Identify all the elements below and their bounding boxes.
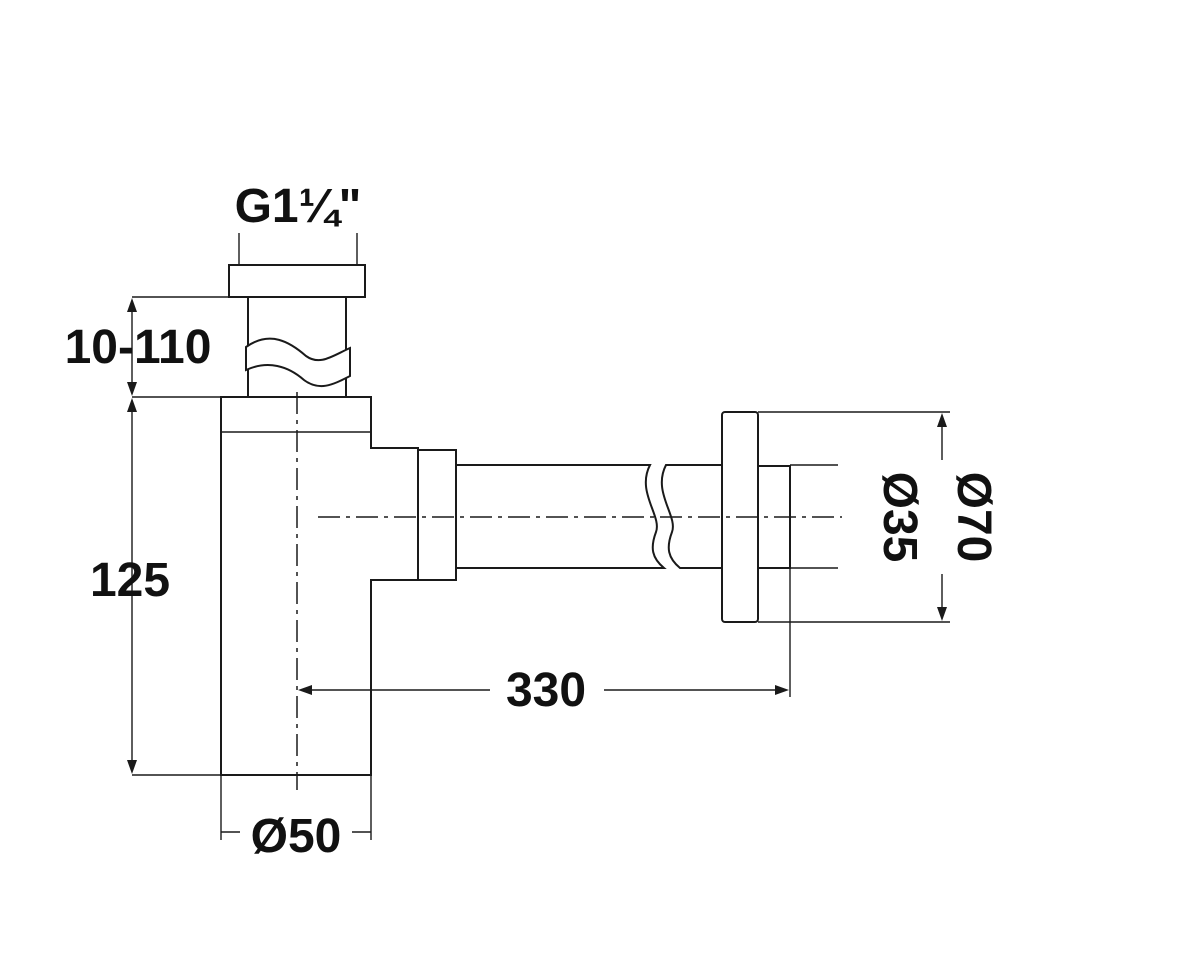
dimension-thread: G1¼" [235,180,362,265]
trap-body [220,396,419,776]
inlet-tube [245,296,351,398]
label-height-adjust: 10-110 [65,321,212,374]
dimension-length-outlet: 330 [298,568,791,717]
inlet-nut [228,264,366,298]
inlet-break [245,337,351,388]
outlet-nut [417,449,457,581]
label-diameter-flange: Ø70 [947,472,1000,563]
label-diameter-body: Ø50 [251,810,342,863]
dimension-height-adjust: 10-110 [65,296,248,398]
dimension-diameter-body: Ø50 [220,775,372,863]
label-diameter-pipe: Ø35 [873,472,926,563]
dimension-height-body: 125 [90,398,221,776]
dimension-diameter-pipe: Ø35 [790,464,926,569]
label-height-body: 125 [90,554,170,607]
label-length-outlet: 330 [506,664,586,717]
label-thread: G1¼" [235,180,362,233]
dimension-diameter-flange: Ø70 [758,411,1000,623]
